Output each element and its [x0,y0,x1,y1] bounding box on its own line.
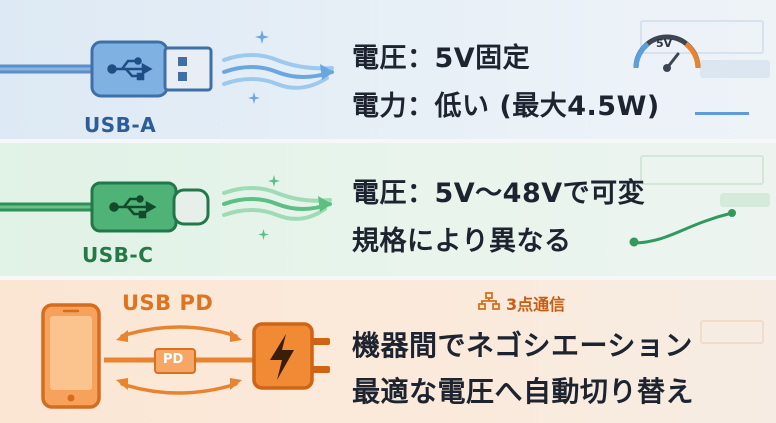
usb-pd-label: USB PD [122,291,214,315]
usb-c-panel: USB-C 電圧：5V〜48Vで可変 規格により異なる [0,143,776,276]
pd-cable-tag-label: PD [163,352,184,367]
usb-symbol-icon [107,57,153,81]
usb-c-label: USB-C [82,243,154,267]
background-decoration [700,60,770,78]
usb-c-plug-icon [0,181,210,233]
sparkle-icon [248,92,260,104]
lightning-icon [270,334,294,380]
sparkle-icon [255,30,269,44]
usb-a-label: USB-A [84,113,157,137]
usb-a-voltage-text: 電圧：5V固定 [352,43,531,74]
usb-pd-panel: USB PD PD 3点通信 機器間でネゴシエーション 最適な電圧へ自動切り替え [0,280,776,423]
usb-a-panel: USB-A 電圧：5V固定 電力：低い (最大4.5W) 5V [0,0,776,139]
usb-pd-negotiation-text: 機器間でネゴシエーション [352,329,693,362]
three-point-badge: 3点通信 [506,295,566,314]
divider [0,139,776,143]
flow-arrow-icon [222,53,334,90]
usb-a-plug-icon [0,40,213,98]
divider [0,276,776,280]
sparkle-icon [268,175,280,187]
gauge-label: 5V [656,37,673,50]
gauge-icon [633,34,701,72]
usb-c-voltage-text: 電圧：5V〜48Vで可変 [352,178,646,209]
sparkle-icon [258,229,269,240]
flow-arrow-icon [222,186,332,221]
background-decoration [720,193,770,207]
trend-line-icon [629,209,736,247]
usb-pd-auto-switch-text: 最適な電圧へ自動切り替え [352,375,695,408]
accent-line [695,112,749,115]
background-decoration [640,155,764,185]
background-decoration [700,320,764,344]
pd-cable-tag [154,348,196,374]
network-icon [478,292,500,310]
charger-icon [252,322,330,390]
usb-a-power-text: 電力：低い (最大4.5W) [352,91,660,122]
background-decoration [640,20,764,54]
usb-symbol-icon [109,195,157,219]
smartphone-icon [41,303,101,409]
usb-c-spec-text: 規格により異なる [352,226,572,257]
